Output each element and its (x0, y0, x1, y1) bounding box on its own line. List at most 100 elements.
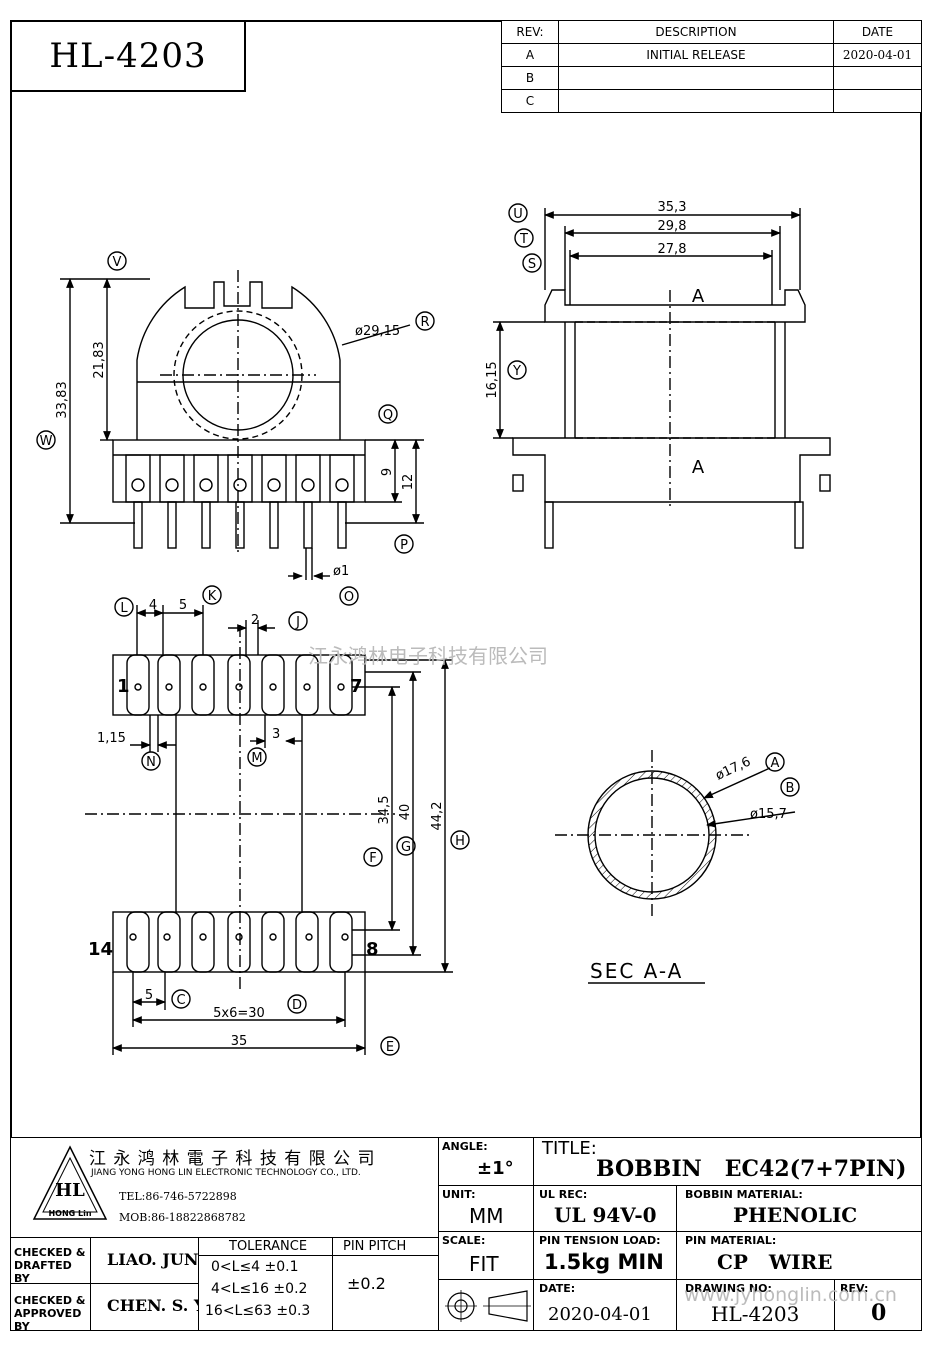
svg-text:G: G (401, 840, 411, 855)
dim-3: 3 (272, 727, 280, 742)
rev-label: REV: (840, 1282, 869, 1295)
dim-5: 5 (179, 598, 187, 613)
svg-text:HONG Lin: HONG Lin (48, 1209, 91, 1218)
section-view (555, 750, 796, 984)
svg-text:M: M (251, 751, 262, 766)
rev-value: 0 (871, 1300, 887, 1326)
revision-row: B (501, 66, 922, 90)
description-cell: INITIAL RELEASE (558, 43, 834, 67)
description-header: DESCRIPTION (558, 20, 834, 44)
pin-pitch-header-cell: PIN PITCH (332, 1237, 440, 1257)
bobbin-material-value: PHENOLIC (733, 1203, 858, 1227)
company-cell: HL HONG Lin 江 永 鸿 林 電 子 科 技 有 限 公 司 JIAN… (10, 1137, 440, 1239)
dim-4: 4 (149, 598, 157, 613)
pin-label-1: 1 (117, 676, 130, 697)
dim-1-15: 1,15 (97, 731, 126, 746)
svg-text:V: V (113, 255, 122, 270)
pin-tension-cell: PIN TENSION LOAD: 1.5kg MIN (533, 1231, 678, 1281)
date-label: DATE: (539, 1282, 576, 1295)
callout-q: Q (378, 404, 398, 424)
svg-text:F: F (369, 851, 376, 866)
drawing-code: HL-4203 (49, 36, 207, 76)
drafted-label: CHECKED & DRAFTED BY (14, 1246, 86, 1285)
angle-value: ±1° (477, 1158, 514, 1179)
callout-n: N (141, 751, 161, 771)
svg-text:O: O (344, 590, 354, 605)
dim-9: 9 (380, 468, 395, 476)
company-name-cn: 江 永 鸿 林 電 子 科 技 有 限 公 司 (89, 1149, 376, 1169)
dim-diameter-17-6: ø17,6 (713, 754, 753, 783)
svg-text:D: D (292, 998, 302, 1013)
svg-text:S: S (528, 257, 536, 272)
dim-2: 2 (251, 613, 259, 628)
side-view (493, 208, 831, 549)
bobbin-material-label: BOBBIN MATERIAL: (685, 1188, 803, 1201)
company-tel: TEL:86-746-5722898 (119, 1190, 237, 1203)
callout-c: C (171, 989, 191, 1009)
date-cell: DATE: 2020-04-01 (533, 1279, 678, 1331)
dim-diameter-29-15: ø29,15 (355, 324, 400, 339)
dim-5-pitch: 5 (145, 988, 153, 1003)
svg-text:L: L (120, 601, 128, 616)
revision-row: C (501, 89, 922, 113)
ul-value: UL 94V-0 (554, 1203, 657, 1227)
drafted-label-cell: CHECKED & DRAFTED BY (10, 1237, 92, 1285)
callout-m: M (247, 747, 267, 767)
callout-d: D (287, 994, 307, 1014)
callout-p: P (394, 534, 414, 554)
svg-text:Q: Q (383, 408, 393, 423)
callout-h: H (450, 830, 470, 850)
drafted-value-cell: LIAO. JUN (90, 1237, 200, 1285)
title-cell: TITLE: BOBBIN EC42(7+7PIN) (533, 1137, 922, 1187)
callout-y: Y (507, 360, 527, 380)
svg-text:N: N (146, 755, 156, 770)
tolerance-row: 16<L≤63 ±0.3 (205, 1303, 311, 1319)
svg-text:E: E (386, 1040, 394, 1055)
pin-tension-label: PIN TENSION LOAD: (539, 1234, 661, 1247)
pin-material-label: PIN MATERIAL: (685, 1234, 777, 1247)
dim-12: 12 (401, 474, 416, 491)
approved-value-cell: CHEN. S. Y (90, 1283, 205, 1331)
svg-text:H: H (455, 834, 465, 849)
svg-text:W: W (40, 434, 53, 449)
projection-cell (438, 1279, 535, 1331)
svg-text:A: A (771, 756, 780, 771)
scale-label: SCALE: (442, 1234, 486, 1247)
unit-label: UNIT: (442, 1188, 476, 1201)
pin-pitch-value: ±0.2 (347, 1274, 386, 1293)
callout-l: L (114, 597, 134, 617)
dim-21-83: 21,83 (92, 341, 107, 378)
projection-symbol-icon (445, 1290, 531, 1322)
company-name-en: JIANG YONG HONG LIN ELECTRONIC TECHNOLOG… (91, 1168, 361, 1178)
dim-16-15: 16,15 (485, 361, 500, 398)
title-label: TITLE: (542, 1138, 597, 1159)
dim-5x6-30: 5x6=30 (213, 1006, 265, 1021)
pin-pitch-value-cell: ±0.2 (332, 1255, 440, 1331)
callout-w: W (36, 430, 56, 450)
unit-cell: UNIT: MM (438, 1185, 535, 1233)
callout-g: G (396, 836, 416, 856)
callout-t: T (514, 228, 534, 248)
callout-u: U (508, 203, 528, 223)
dim-diameter-15-7: ø15,7 (750, 807, 787, 822)
callout-v: V (107, 251, 127, 271)
company-logo: HL HONG Lin (32, 1145, 108, 1220)
callout-b: B (780, 777, 800, 797)
dim-27-8: 27,8 (658, 242, 687, 257)
pin-tension-value: 1.5kg MIN (544, 1250, 664, 1274)
title-value: BOBBIN EC42(7+7PIN) (596, 1156, 907, 1182)
date-cell (833, 89, 922, 113)
svg-text:Y: Y (512, 364, 521, 379)
svg-text:K: K (208, 589, 217, 604)
front-view-pins (125, 454, 355, 549)
dim-33-83: 33,83 (55, 381, 70, 418)
section-title: SEC A-A (590, 959, 683, 983)
front-view (60, 270, 424, 580)
scale-cell: SCALE: FIT (438, 1231, 535, 1281)
approved-value: CHEN. S. Y (107, 1296, 206, 1315)
tolerance-row: 4<L≤16 ±0.2 (211, 1281, 308, 1297)
bobbin-material-cell: BOBBIN MATERIAL: PHENOLIC (676, 1185, 922, 1233)
svg-text:B: B (786, 781, 795, 796)
callouts: U T S V R W Q Y P O L K J N M F G H A B … (36, 203, 800, 1056)
